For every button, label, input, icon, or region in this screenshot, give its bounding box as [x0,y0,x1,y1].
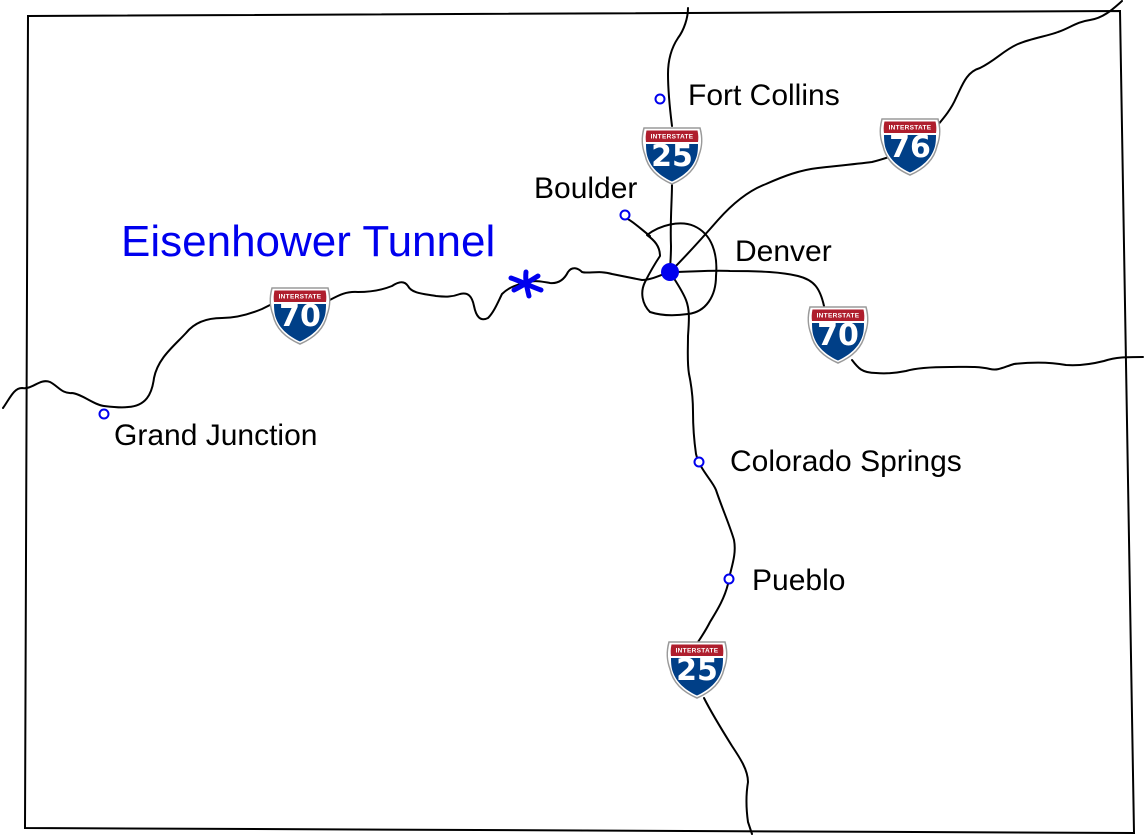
i70-west-road [2,267,671,409]
svg-text:INTERSTATE: INTERSTATE [889,125,932,132]
i25-south-road [669,271,753,835]
i70-east-shield: INTERSTATE 70 [807,306,869,364]
fort-collins-marker [654,93,666,105]
boulder-marker [619,209,631,221]
i76-road [669,0,1123,273]
svg-text:INTERSTATE: INTERSTATE [651,134,694,141]
svg-text:25: 25 [676,653,718,688]
fort-collins-label: Fort Collins [688,79,840,112]
i70-west-shield: INTERSTATE 70 [269,287,331,345]
svg-text:70: 70 [279,299,321,334]
svg-text:25: 25 [651,139,693,174]
i70-east-road [669,269,1144,375]
svg-text:INTERSTATE: INTERSTATE [676,648,719,655]
colorado-springs-marker [693,456,705,468]
denver-label: Denver [735,235,832,268]
state-border [23,9,1136,835]
denver-marker [661,263,679,281]
colorado-springs-label: Colorado Springs [730,445,962,478]
i25-north-shield: INTERSTATE 25 [641,127,703,185]
eisenhower-tunnel-label: Eisenhower Tunnel [121,217,495,266]
svg-text:INTERSTATE: INTERSTATE [817,313,860,320]
boulder-label: Boulder [534,172,637,205]
grand-junction-marker [98,408,110,420]
grand-junction-label: Grand Junction [114,419,317,452]
i25-south-shield: INTERSTATE 25 [666,641,728,699]
svg-text:INTERSTATE: INTERSTATE [279,294,322,301]
boulder-road [625,217,651,237]
denver-beltway [641,222,718,317]
pueblo-label: Pueblo [752,564,845,597]
svg-text:70: 70 [817,318,859,353]
svg-text:76: 76 [889,130,931,165]
pueblo-marker [723,573,735,585]
star-marker-icon [508,269,544,299]
i76-shield: INTERSTATE 76 [879,118,941,176]
